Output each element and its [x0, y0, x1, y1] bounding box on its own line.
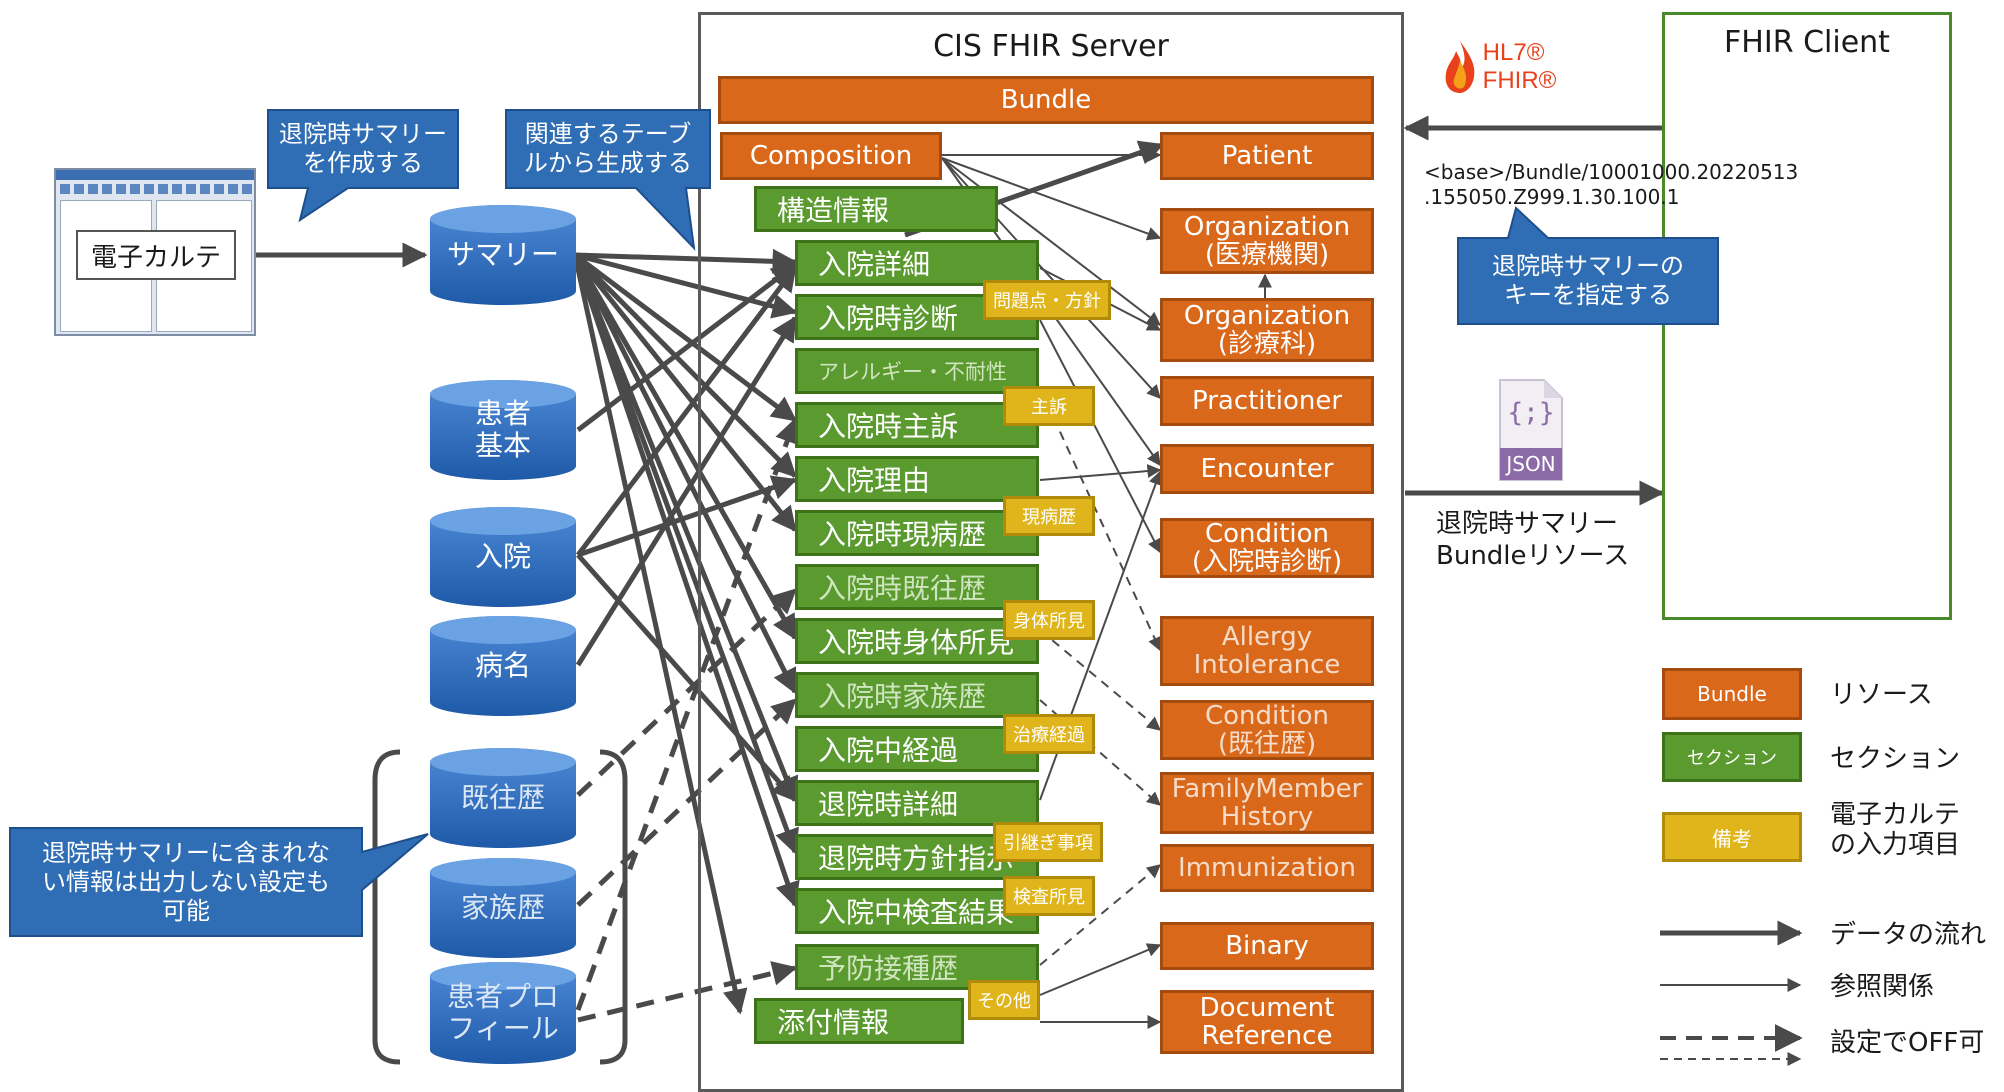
emr-window: 電子カルテ: [54, 168, 256, 336]
json-label: JSON: [1506, 452, 1556, 476]
legend-note-label: 電子カルテ の入力項目: [1830, 800, 1961, 860]
section-allergy: アレルギー・不耐性: [795, 348, 1039, 394]
section-immunization: 予防接種歴: [795, 944, 1039, 990]
db-summary-label: サマリー: [446, 238, 559, 271]
db-diagnosis-label: 病名: [474, 649, 531, 682]
db-admission-label: 入院: [474, 540, 531, 573]
resource-condition-admission: Condition (入院時診断): [1160, 518, 1374, 578]
resource-composition: Composition: [720, 132, 942, 180]
db-patient-basic-label: 患者 基本: [474, 397, 531, 462]
db-diagnosis: 病名: [428, 614, 578, 718]
legend-section-label: セクション: [1830, 744, 1961, 774]
emr-titlebar: [56, 170, 254, 180]
db-admission: 入院: [428, 505, 578, 609]
legend-bundle-swatch: Bundle: [1662, 668, 1802, 720]
note-present-illness: 現病歴: [1003, 496, 1095, 536]
callout-specify-key-text: 退院時サマリーの キーを指定する: [1492, 252, 1684, 309]
section-structure: 構造情報: [754, 186, 998, 232]
resource-patient: Patient: [1160, 132, 1374, 180]
section-family-history: 入院時家族歴: [795, 672, 1039, 718]
section-hospital-course: 入院中経過: [795, 726, 1039, 772]
resource-binary: Binary: [1160, 922, 1374, 970]
request-url: <base>/Bundle/10001000.20220513 .155050.…: [1424, 160, 1799, 209]
db-past-history: 既往歴: [428, 746, 578, 850]
db-summary: サマリー: [428, 203, 578, 307]
callout-create-summary-shape: [267, 109, 459, 223]
note-hospital-course: 治療経過: [1003, 714, 1095, 754]
callout-off-setting: 退院時サマリーに含まれな い情報は出力しない設定も 可能: [9, 827, 429, 937]
resource-condition-history: Condition (既往歴): [1160, 700, 1374, 760]
db-patient-basic-shape: [430, 380, 576, 480]
callout-generate-tables-text: 関連するテーブ ルから生成する: [524, 120, 692, 177]
json-file-icon: {;} JSON: [1498, 378, 1564, 482]
callout-off-setting-shape: [9, 827, 429, 937]
note-problems-plan: 問題点・方針: [983, 280, 1111, 320]
section-admission-details: 入院詳細: [795, 240, 1039, 286]
section-past-history: 入院時既往歴: [795, 564, 1039, 610]
resource-family-history: FamilyMember History: [1160, 772, 1374, 834]
db-family-history: 家族歴: [428, 856, 578, 960]
section-admission-reason: 入院理由: [795, 456, 1039, 502]
legend-resource-label: リソース: [1830, 680, 1933, 710]
callout-specify-key-shape: [1457, 206, 1719, 325]
callout-off-setting-text: 退院時サマリーに含まれな い情報は出力しない設定も 可能: [42, 838, 330, 925]
resource-practitioner: Practitioner: [1160, 376, 1374, 426]
resource-org-facility: Organization (医療機関): [1160, 208, 1374, 274]
section-discharge-details: 退院時詳細: [795, 780, 1039, 826]
callout-generate-tables: 関連するテーブ ルから生成する: [505, 109, 711, 251]
section-physical-findings: 入院時身体所見: [795, 618, 1039, 664]
emr-toolbar: [60, 184, 252, 194]
note-chief-complaint: 主訴: [1003, 386, 1095, 426]
db-diagnosis-shape: [430, 616, 576, 716]
section-attachments: 添付情報: [754, 998, 964, 1044]
note-handover: 引継ぎ事項: [993, 822, 1103, 862]
db-summary-shape: [430, 205, 576, 305]
json-braces: {;}: [1507, 398, 1555, 428]
hl7-fhir-logo-text: HL7® FHIR®: [1482, 39, 1557, 94]
legend-data-flow-label: データの流れ: [1830, 920, 1987, 950]
callout-create-summary: 退院時サマリー を作成する: [267, 109, 459, 223]
callout-create-summary-text: 退院時サマリー を作成する: [279, 120, 447, 177]
db-patient-profile-label: 患者プロ フィール: [446, 980, 559, 1045]
db-family-history-shape: [430, 858, 576, 958]
note-other: その他: [968, 980, 1040, 1020]
server-title: CIS FHIR Server: [933, 29, 1169, 64]
callout-specify-key: 退院時サマリーの キーを指定する: [1457, 206, 1719, 325]
resource-encounter: Encounter: [1160, 444, 1374, 494]
hl7-fhir-logo: HL7® FHIR®: [1440, 38, 1620, 96]
legend-note-swatch: 備考: [1662, 812, 1802, 862]
legend-reference-label: 参照関係: [1830, 972, 1935, 1002]
resource-document-reference: Document Reference: [1160, 990, 1374, 1054]
emr-label: 電子カルテ: [76, 230, 236, 280]
note-physical-findings: 身体所見: [1003, 600, 1095, 640]
resource-immunization: Immunization: [1160, 844, 1374, 892]
legend-configurable-off-label: 設定でOFF可: [1830, 1028, 1985, 1058]
db-admission-shape: [430, 507, 576, 607]
db-past-history-shape: [430, 748, 576, 848]
connector-layer: [256, 115, 1803, 1066]
db-past-history-label: 既往歴: [460, 781, 545, 814]
resource-allergy: Allergy Intolerance: [1160, 616, 1374, 686]
note-test-findings: 検査所見: [1003, 876, 1095, 916]
flame-icon: [1445, 41, 1475, 93]
client-title: FHIR Client: [1724, 25, 1890, 60]
response-label: 退院時サマリー Bundleリソース: [1436, 509, 1630, 571]
resource-bundle: Bundle: [718, 76, 1374, 124]
db-patient-profile: 患者プロ フィール: [428, 960, 578, 1066]
db-family-history-label: 家族歴: [460, 891, 545, 924]
db-patient-basic: 患者 基本: [428, 378, 578, 482]
callout-generate-tables-shape: [505, 109, 711, 251]
json-file-shape: [1499, 379, 1563, 481]
resource-org-dept: Organization (診療科): [1160, 298, 1374, 362]
db-patient-profile-shape: [430, 962, 576, 1064]
legend-section-swatch: セクション: [1662, 732, 1802, 782]
section-chief-complaint: 入院時主訴: [795, 402, 1039, 448]
